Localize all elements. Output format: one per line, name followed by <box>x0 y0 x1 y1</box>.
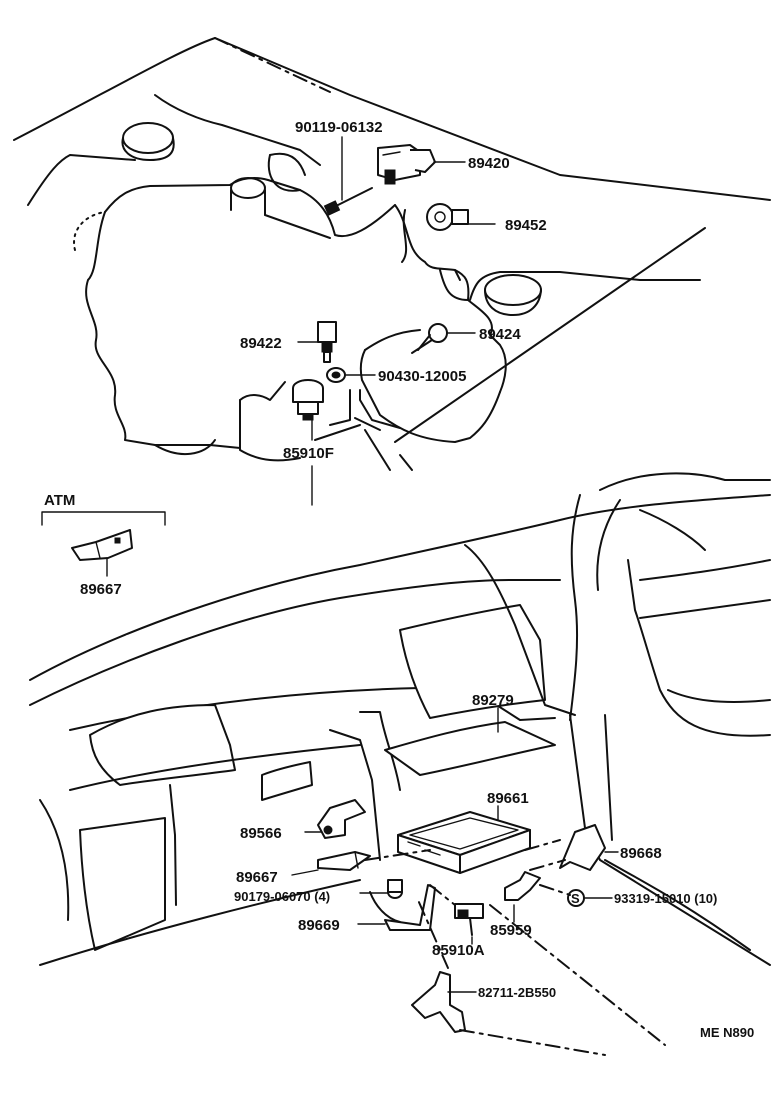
part-85910A-switch <box>454 903 484 936</box>
label-93319-15010: 93319-15010 (10) <box>614 891 717 906</box>
part-90179-nut <box>387 879 403 899</box>
part-90430-gasket <box>326 367 346 383</box>
part-89422-switch <box>317 321 337 363</box>
part-90119-bolt <box>323 187 373 216</box>
part-85959-bracket <box>504 871 541 901</box>
label-89452: 89452 <box>505 217 547 234</box>
label-89422: 89422 <box>240 335 282 352</box>
drawing-code: ME N890 <box>700 1025 754 1040</box>
label-90119-06132: 90119-06132 <box>295 119 383 136</box>
label-89669: 89669 <box>298 917 340 934</box>
part-89424-sensor <box>411 323 448 354</box>
label-85910A: 85910A <box>432 942 485 959</box>
label-89566: 89566 <box>240 825 282 842</box>
screw-symbol-letter: S <box>571 891 580 906</box>
label-89279: 89279 <box>472 692 514 709</box>
part-89667-bracket <box>317 851 371 871</box>
part-89566-bracket <box>317 799 366 839</box>
engine-compartment-outline <box>13 37 771 471</box>
part-89668-bracket <box>559 824 606 871</box>
atm-group <box>41 511 166 577</box>
label-85959: 85959 <box>490 922 532 939</box>
part-89661-ecu <box>397 811 531 874</box>
label-89667-atm: 89667 <box>80 581 122 598</box>
label-89668: 89668 <box>620 845 662 862</box>
part-labels: 90119-06132 89420 89452 89422 89424 9043… <box>44 119 754 1040</box>
part-89279-cover <box>384 721 556 776</box>
label-90430-12005: 90430-12005 <box>378 368 466 385</box>
screw-symbol-93319: S <box>567 889 585 907</box>
label-90179-06070: 90179-06070 (4) <box>234 889 330 904</box>
label-82711-2B550: 82711-2B550 <box>478 985 556 1000</box>
instrument-panel-outline <box>29 472 771 966</box>
leader-lines-lower <box>291 707 666 1056</box>
leader-lines-upper <box>297 136 496 506</box>
label-89667: 89667 <box>236 869 278 886</box>
label-85910F: 85910F <box>283 445 334 462</box>
part-85910F-switch <box>292 379 324 421</box>
part-89452-sensor <box>426 203 469 231</box>
part-82711-bracket <box>411 971 466 1033</box>
part-89420-sensor <box>377 144 436 185</box>
label-89424: 89424 <box>479 326 521 343</box>
label-89420: 89420 <box>468 155 510 172</box>
atm-group-label: ATM <box>44 492 75 509</box>
label-89661: 89661 <box>487 790 529 807</box>
